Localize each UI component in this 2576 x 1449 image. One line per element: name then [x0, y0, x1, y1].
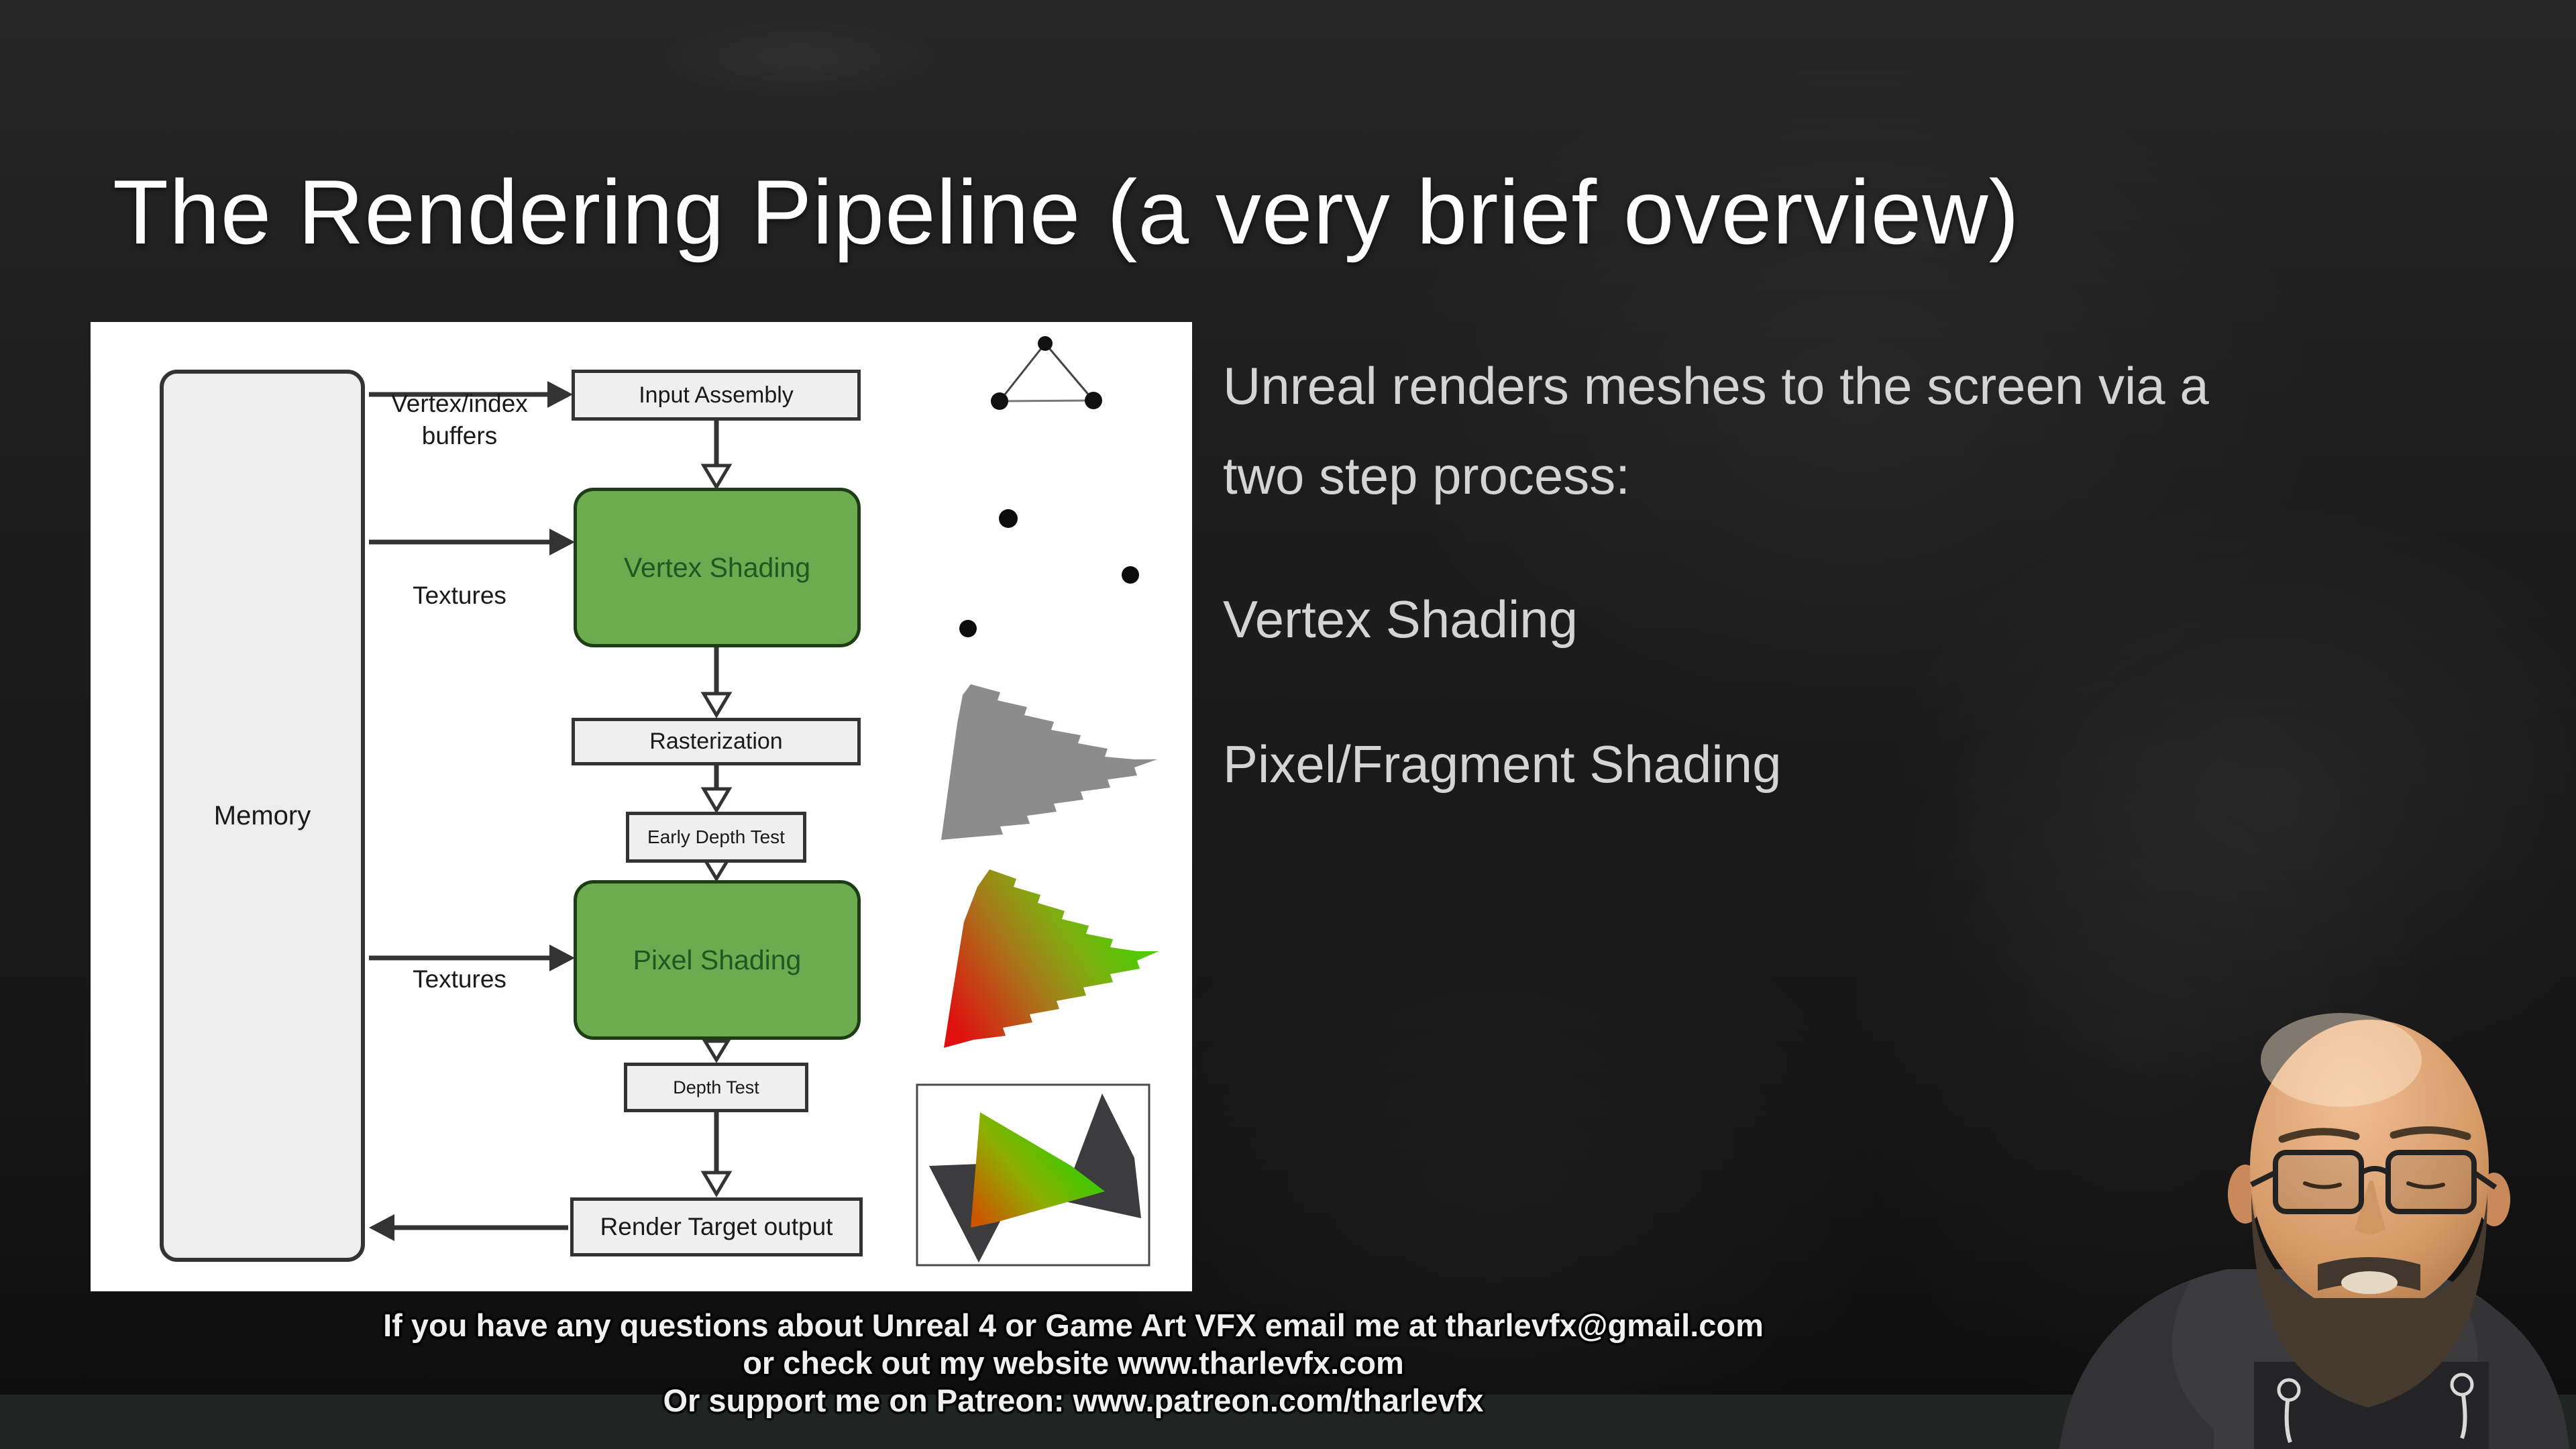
presenter-eyes: [2303, 1181, 2445, 1189]
node-depth-test-label: Depth Test: [673, 1077, 759, 1097]
node-depth-test: Depth Test: [624, 1063, 808, 1112]
intro-text-line2: two step process:: [1223, 446, 1630, 505]
webcam-presenter: [2059, 1013, 2569, 1449]
footer-contact: If you have any questions about Unreal 4…: [0, 1307, 2147, 1419]
node-memory-label: Memory: [213, 800, 311, 830]
flowchart-connectors: [369, 336, 1159, 1267]
node-early-depth-test-label: Early Depth Test: [647, 826, 785, 847]
transformed-vertices-illustration: [959, 509, 1139, 637]
arrow-depth-to-render-target: [700, 1112, 733, 1197]
node-pixel-shading-label: Pixel Shading: [633, 944, 802, 975]
arrow-edt-to-pixel: [702, 858, 731, 882]
presenter-glasses: [2250, 1150, 2498, 1214]
edge-label-vertex-index-buffers: Vertex/index buffers: [391, 390, 528, 449]
arrow-vertex-to-raster: [700, 647, 733, 718]
step-vertex-shading-text: Vertex Shading: [1223, 590, 1578, 649]
node-render-target-output: Render Target output: [570, 1197, 863, 1256]
presenter-eyebrows: [2278, 1126, 2471, 1143]
arrow-input-to-vertex: [700, 421, 733, 490]
node-input-assembly: Input Assembly: [572, 370, 861, 421]
arrow-raster-to-edt: [700, 765, 733, 814]
node-pixel-shading: Pixel Shading: [574, 880, 861, 1040]
vertices-triangle-illustration: [991, 336, 1102, 410]
presenter-hoodie-drawstrings: [2277, 1373, 2474, 1444]
arrow-memory-to-vertex-shading: [369, 529, 575, 555]
presenter-smile-teeth: [2341, 1271, 2398, 1294]
footer-patreon-line: Or support me on Patreon: www.patreon.co…: [663, 1383, 1484, 1418]
node-vertex-shading-label: Vertex Shading: [623, 551, 811, 583]
arrow-render-target-to-memory: [369, 1214, 568, 1241]
edge-label-textures-pixel: Textures: [413, 965, 506, 993]
node-input-assembly-label: Input Assembly: [639, 382, 794, 408]
presenter-crown-highlight: [2261, 1013, 2422, 1107]
slide-title: The Rendering Pipeline (a very brief ove…: [113, 161, 2020, 263]
arrow-pixel-to-depth: [702, 1039, 731, 1063]
footer-website-line: or check out my website www.tharlevfx.co…: [743, 1345, 1404, 1381]
node-memory: Memory: [160, 370, 365, 1262]
arrow-memory-to-pixel-shading: [369, 945, 575, 971]
render-output-illustration: [916, 1083, 1150, 1267]
edge-label-textures-vertex: Textures: [413, 582, 506, 609]
node-vertex-shading: Vertex Shading: [574, 488, 861, 647]
node-rasterization: Rasterization: [572, 718, 861, 765]
footer-email-line: If you have any questions about Unreal 4…: [383, 1307, 1764, 1343]
presenter-nose: [2355, 1181, 2385, 1234]
shaded-triangle-illustration: [944, 869, 1159, 1048]
arrow-memory-to-input-assembly: [369, 381, 573, 408]
node-early-depth-test: Early Depth Test: [626, 812, 806, 863]
node-rasterization-label: Rasterization: [649, 729, 783, 754]
intro-text-line1: Unreal renders meshes to the screen via …: [1223, 356, 2209, 415]
step-pixel-fragment-shading-text: Pixel/Fragment Shading: [1223, 735, 1782, 794]
node-render-target-output-label: Render Target output: [600, 1213, 833, 1240]
rasterized-triangle-illustration: [941, 684, 1157, 840]
pipeline-diagram-panel: Memory Input Assembly Vertex Shading Ras…: [91, 322, 1192, 1291]
